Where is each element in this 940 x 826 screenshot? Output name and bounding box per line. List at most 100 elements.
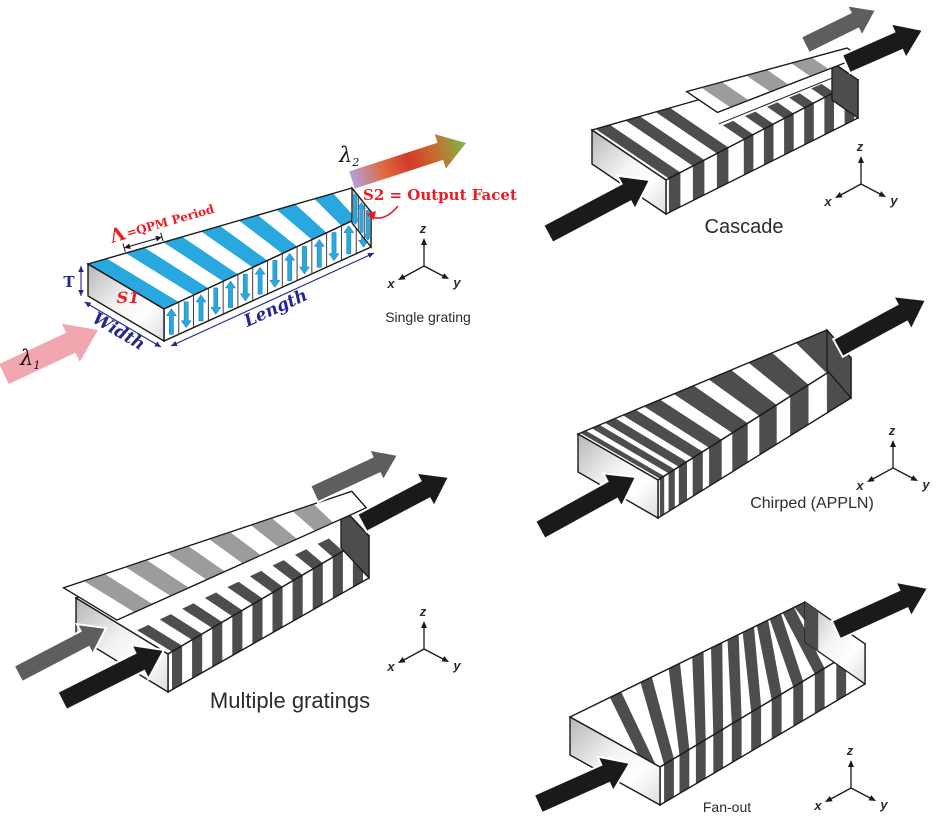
dim-arrowhead-icon xyxy=(868,795,876,801)
axis-label-x: x xyxy=(823,194,832,209)
grating-stripe xyxy=(743,134,754,176)
grating-stripe xyxy=(804,103,814,145)
grating-stripe xyxy=(182,603,224,629)
grating-stripe xyxy=(793,681,804,727)
axis-label-y: y xyxy=(889,193,898,208)
curved-pointer-head-icon xyxy=(366,211,376,220)
crystal-top-face xyxy=(76,506,369,654)
dim-arrowhead-icon xyxy=(835,192,843,198)
fanout-stripe xyxy=(782,607,825,675)
grating-stripe xyxy=(708,370,777,416)
grating-stripe xyxy=(604,418,687,467)
side-face-stripes xyxy=(668,82,855,213)
grating-stripe xyxy=(625,116,705,166)
grating-stripe-gray xyxy=(209,532,261,564)
grating-stripe xyxy=(789,93,815,109)
top-face-stripes xyxy=(580,330,851,479)
panel-caption-cascade: Cascade xyxy=(705,216,784,238)
grating-stripe xyxy=(332,551,343,599)
panel-caption-fanout: Fan-out xyxy=(703,799,751,815)
output-facet-domains xyxy=(352,194,371,241)
polarization-arrow-icon xyxy=(363,210,371,241)
grating-stripe-gray xyxy=(746,69,789,92)
polarization-arrow-icon xyxy=(299,246,310,275)
grating-stripe xyxy=(748,352,809,397)
grating-stripe xyxy=(716,147,729,189)
grating-stripe xyxy=(212,622,223,667)
grating-stripe xyxy=(722,120,755,141)
polarization-arrow-icon xyxy=(284,252,296,281)
grating-stripe xyxy=(659,476,665,517)
polarization-arrow-icon xyxy=(180,301,192,329)
grating-stripe-gray xyxy=(250,518,298,548)
dim-arrowhead-icon xyxy=(171,341,178,346)
dim-arrowhead-icon xyxy=(848,760,854,767)
grating-stripe xyxy=(232,610,243,656)
grating-stripe xyxy=(312,563,323,610)
domain-stripe-cyan xyxy=(238,214,298,255)
top-face-stripes xyxy=(88,192,357,309)
grating-stripe xyxy=(771,694,782,740)
output-beam-arrow-gray xyxy=(799,4,878,55)
domain-stripe-cyan xyxy=(313,192,357,227)
dim-arrowhead-icon xyxy=(858,156,864,163)
output-beam-arrow-rainbow xyxy=(349,134,466,189)
grating-stripe xyxy=(673,385,748,433)
polarization-arrow-icon xyxy=(328,232,340,262)
grating-track-divider xyxy=(718,71,847,125)
fanout-stripe xyxy=(769,613,804,687)
grating-stripe xyxy=(790,384,809,436)
grating-stripe xyxy=(655,107,729,154)
grating-stripe xyxy=(595,124,681,179)
polarization-arrow-icon xyxy=(195,294,207,322)
grating-stripe xyxy=(692,160,705,201)
qpm-period-dimension xyxy=(124,236,163,249)
grating-stripe xyxy=(664,758,674,803)
side-face-stripes xyxy=(172,539,363,690)
dim-arrowhead-icon xyxy=(910,475,918,481)
panel-caption-multiple: Multiple gratings xyxy=(210,688,370,713)
fanout-stripe xyxy=(668,663,690,756)
polarization-arrow-icon xyxy=(313,238,325,268)
dim-arrowhead-icon xyxy=(441,273,449,279)
grating-stripe xyxy=(204,592,244,618)
domain-stripe-cyan xyxy=(162,236,239,283)
grating-stripe xyxy=(272,560,304,582)
grating-stripe xyxy=(580,430,665,479)
fanout-stripe xyxy=(692,651,706,746)
input-beam-arrow-gray xyxy=(12,622,108,684)
polarization-arrow-icon xyxy=(357,202,366,233)
grating-stripe xyxy=(591,425,675,474)
polarization-arrow-icon xyxy=(352,194,360,226)
domain-stripe-cyan xyxy=(200,225,269,269)
grating-stripe xyxy=(668,172,681,213)
grating-stripe xyxy=(295,549,324,570)
dim-arrowhead-icon xyxy=(78,266,84,272)
dim-arrowhead-icon xyxy=(878,191,886,197)
period-tick xyxy=(122,243,126,252)
lambda1-label: λ1 xyxy=(19,346,40,372)
dim-arrowhead-icon xyxy=(421,238,427,245)
polarization-arrow-icon xyxy=(225,280,236,308)
input-beam-arrow-black xyxy=(56,643,166,712)
grating-stripe xyxy=(622,409,703,458)
polarization-arrow-icon xyxy=(239,273,251,302)
grating-stripe xyxy=(767,102,795,120)
grating-stripe-gray xyxy=(791,57,829,77)
dim-arrowhead-icon xyxy=(78,290,84,296)
grating-stripe xyxy=(713,729,724,774)
crystal-input-facet-s1 xyxy=(87,262,165,343)
fanout-stripe xyxy=(756,620,782,700)
panel-caption-chirped: Chirped (APPLN) xyxy=(750,495,874,512)
slab-stripes xyxy=(701,57,829,108)
dim-arrowhead-icon xyxy=(155,236,162,242)
slab-stripes xyxy=(83,504,334,613)
